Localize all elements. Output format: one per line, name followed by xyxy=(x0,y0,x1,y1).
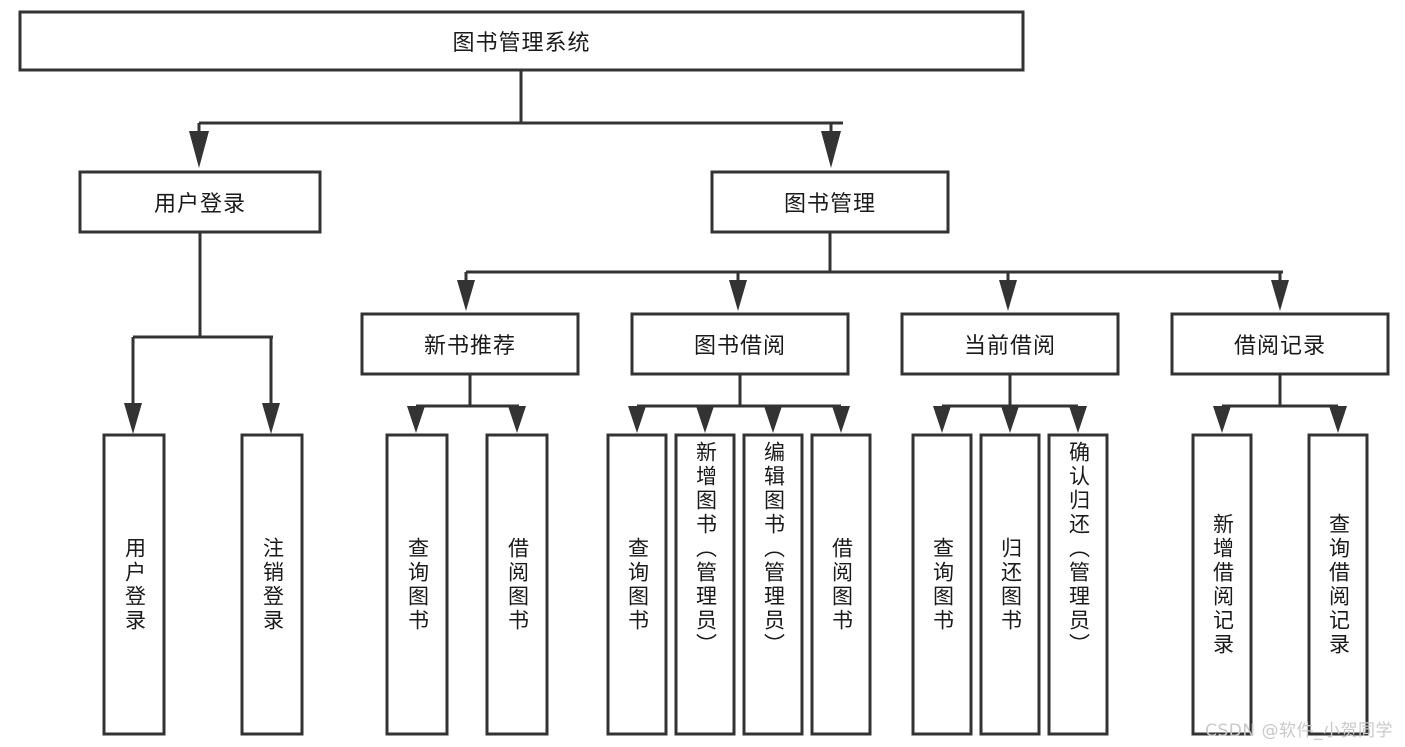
arrowhead-root-to-user xyxy=(189,131,209,168)
arrowhead-bookborrow-leaf-1 xyxy=(628,406,646,433)
node-borrow-record[interactable] xyxy=(1170,312,1390,376)
arrowhead-bookborrow-leaf-4 xyxy=(832,406,850,433)
leaf-book-borrow-4[interactable] xyxy=(810,433,872,736)
leaf-current-borrow-2[interactable] xyxy=(979,433,1041,736)
arrowhead-bookborrow-leaf-3 xyxy=(764,406,782,433)
arrowhead-root-to-book xyxy=(821,131,841,168)
leaf-new-book-2[interactable] xyxy=(485,433,549,736)
arrowhead-borrowrecord-leaf-2 xyxy=(1329,406,1347,433)
node-new-book-recommend[interactable] xyxy=(360,312,580,376)
node-root-system[interactable] xyxy=(18,10,1025,72)
watermark-text: CSDN @软件_小贺同学 xyxy=(1205,721,1393,741)
arrowhead-currentborrow-leaf-3 xyxy=(1069,406,1087,433)
node-book-borrow[interactable] xyxy=(630,312,850,376)
arrowhead-currentborrow-leaf-1 xyxy=(933,406,951,433)
leaf-current-borrow-3[interactable] xyxy=(1047,433,1109,736)
arrowhead-newbook-leaf-2 xyxy=(508,406,526,433)
arrowhead-borrowrecord-leaf-1 xyxy=(1213,406,1231,433)
node-current-borrow[interactable] xyxy=(900,312,1120,376)
arrowhead-to-borrow-record xyxy=(1271,280,1289,311)
leaf-user-login-2[interactable] xyxy=(240,433,304,736)
arrowhead-user-leaf-1 xyxy=(124,403,142,434)
arrowhead-user-leaf-2 xyxy=(262,403,280,434)
leaf-book-borrow-2[interactable] xyxy=(674,433,736,736)
leaf-book-borrow-3[interactable] xyxy=(742,433,804,736)
node-book-management[interactable] xyxy=(710,170,950,234)
arrowhead-to-book-borrow xyxy=(729,280,747,311)
node-user-login[interactable] xyxy=(78,170,322,234)
arrowhead-newbook-leaf-1 xyxy=(407,406,425,433)
leaf-book-borrow-1[interactable] xyxy=(606,433,668,736)
arrowhead-bookborrow-leaf-2 xyxy=(696,406,714,433)
leaf-borrow-record-2[interactable] xyxy=(1307,433,1369,736)
arrowhead-to-current-borrow xyxy=(999,280,1017,311)
leaf-user-login-1[interactable] xyxy=(102,433,166,736)
leaf-borrow-record-1[interactable] xyxy=(1191,433,1253,736)
arrowhead-currentborrow-leaf-2 xyxy=(1001,406,1019,433)
leaf-current-borrow-1[interactable] xyxy=(911,433,973,736)
arrowhead-to-new-book xyxy=(457,280,475,311)
leaf-new-book-1[interactable] xyxy=(385,433,449,736)
